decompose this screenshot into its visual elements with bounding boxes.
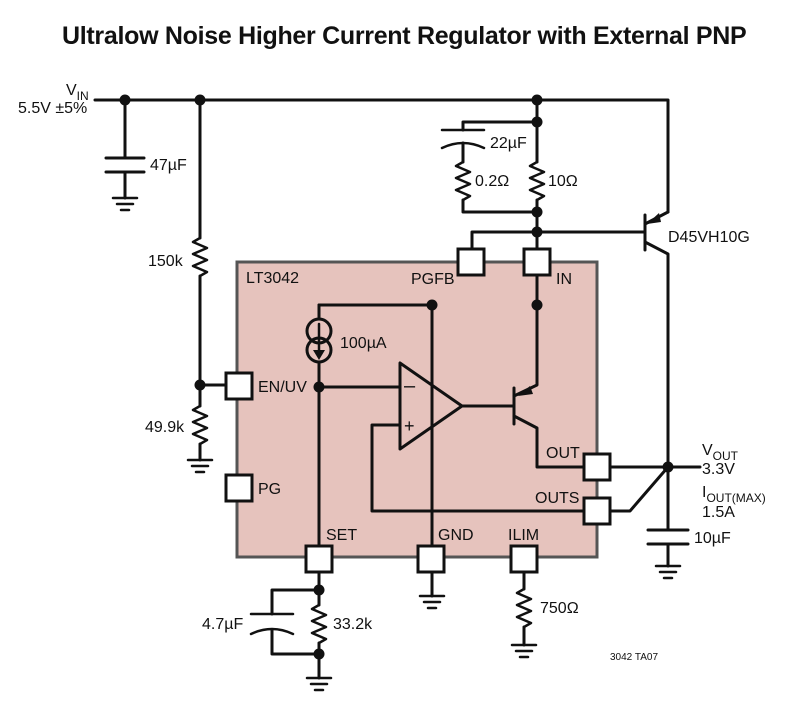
ground-symbol bbox=[186, 458, 214, 474]
pin-pg bbox=[224, 473, 254, 503]
c-in-label: 47µF bbox=[150, 157, 187, 174]
pin-set-label: SET bbox=[326, 527, 357, 544]
output-capacitor-10uf bbox=[646, 528, 690, 568]
pin-outs bbox=[582, 496, 612, 526]
ground-symbol bbox=[654, 564, 682, 580]
internal-pass-transistor bbox=[512, 273, 586, 469]
c-out-label: 10µF bbox=[694, 530, 731, 547]
pnp-transistor bbox=[643, 210, 670, 466]
output-net bbox=[608, 461, 702, 532]
r-49k9-label: 49.9k bbox=[145, 419, 185, 436]
r-ilim-label: 750Ω bbox=[540, 600, 579, 617]
amp-minus: – bbox=[404, 375, 416, 397]
vout-value: 3.3V bbox=[702, 461, 735, 478]
resistor-49k9 bbox=[191, 404, 209, 462]
vin-label: VIN bbox=[66, 82, 89, 103]
pin-out-label: OUT bbox=[546, 445, 580, 462]
input-capacitor-47uf bbox=[104, 98, 146, 200]
c-22-label: 22µF bbox=[490, 135, 527, 152]
pin-set bbox=[304, 544, 334, 574]
r-02-label: 0.2Ω bbox=[475, 173, 509, 190]
amp-plus: + bbox=[404, 416, 415, 436]
vin-value: 5.5V ±5% bbox=[18, 100, 87, 117]
capacitor-22uf bbox=[440, 98, 543, 164]
iout-max-value: 1.5A bbox=[702, 504, 735, 521]
pin-en-uv-label: EN/UV bbox=[258, 379, 307, 396]
pin-pg-label: PG bbox=[258, 481, 281, 498]
ic-name-label: LT3042 bbox=[246, 270, 299, 287]
set-network bbox=[249, 570, 328, 680]
current-source-label: 100µA bbox=[340, 335, 387, 352]
pgfb-base-net bbox=[470, 230, 647, 252]
pin-pgfb-label: PGFB bbox=[411, 271, 455, 288]
pin-ilim-label: ILIM bbox=[508, 527, 539, 544]
resistor-750r bbox=[515, 570, 533, 647]
diagram-title: Ultralow Noise Higher Current Regulator … bbox=[62, 22, 747, 50]
current-source bbox=[305, 299, 438, 548]
transistor-label: D45VH10G bbox=[668, 229, 750, 246]
pin-gnd-label: GND bbox=[438, 527, 474, 544]
pin-ilim bbox=[509, 544, 539, 574]
r-set-label: 33.2k bbox=[333, 616, 373, 633]
error-amplifier bbox=[317, 361, 586, 513]
vin-rail bbox=[93, 94, 670, 214]
r-150k-label: 150k bbox=[148, 253, 184, 270]
vout-label: VOUT bbox=[702, 442, 739, 463]
pin-outs-label: OUTS bbox=[535, 490, 579, 507]
r-10-label: 10Ω bbox=[548, 173, 578, 190]
resistor-0r2 bbox=[454, 160, 539, 214]
ground-symbol bbox=[111, 196, 139, 212]
ground-symbol bbox=[305, 676, 333, 692]
en-uv-node bbox=[194, 379, 228, 391]
ground-symbol bbox=[510, 643, 538, 659]
pin-in bbox=[522, 247, 552, 277]
pin-pgfb bbox=[456, 247, 486, 277]
pin-out bbox=[582, 452, 612, 482]
pin-in-label: IN bbox=[556, 271, 572, 288]
figure-code: 3042 TA07 bbox=[610, 652, 658, 663]
ground-symbol bbox=[418, 570, 446, 610]
pin-en-uv bbox=[224, 371, 254, 401]
iout-max-label: IOUT(MAX) bbox=[702, 484, 766, 505]
c-set-label: 4.7µF bbox=[202, 616, 243, 633]
resistor-150k bbox=[191, 98, 209, 408]
pin-gnd bbox=[416, 544, 446, 574]
